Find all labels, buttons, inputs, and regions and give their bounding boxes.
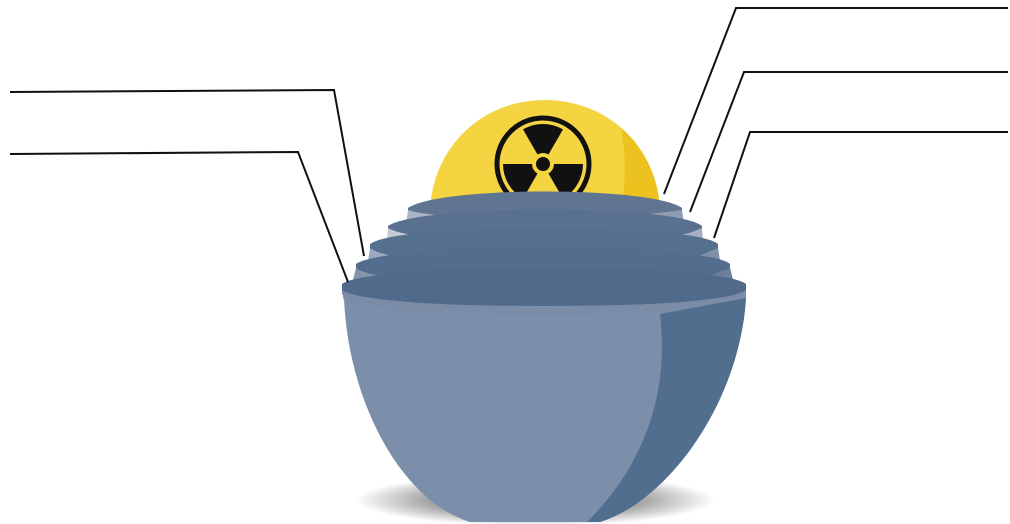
callout-right-3	[714, 132, 1008, 238]
callout-left-2	[10, 152, 348, 282]
callout-right-2	[690, 72, 1008, 212]
callout-right-1	[664, 8, 1008, 194]
callout-left-1	[10, 90, 364, 256]
